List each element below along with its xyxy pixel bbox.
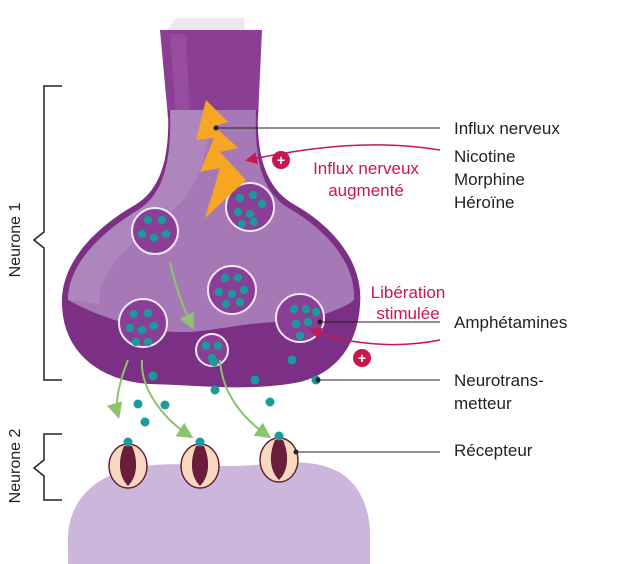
receptors [108, 431, 299, 489]
neurotransmitter-molecule [160, 400, 170, 410]
neurotransmitter-molecule [137, 325, 147, 335]
neurotransmitter-molecule [143, 215, 153, 225]
neurotransmitter-label-line2: metteur [454, 394, 512, 413]
neurotransmitter-molecule [220, 273, 230, 283]
neurotransmitter-molecule [257, 199, 267, 209]
neurotransmitter-molecule [235, 193, 245, 203]
neurotransmitter-molecule [129, 309, 139, 319]
free-neurotransmitters [133, 355, 321, 427]
neurotransmitter-molecule [248, 190, 258, 200]
svg-text:+: + [277, 152, 285, 168]
vesicle [207, 265, 257, 315]
svg-text:+: + [358, 350, 366, 366]
neurotransmitter-molecule [157, 215, 167, 225]
neurotransmitter-molecule [287, 355, 297, 365]
neurotransmitter-molecule [233, 273, 243, 283]
leader-lines [213, 125, 440, 455]
influx-increased-label-line1: Influx nerveux [313, 159, 419, 178]
neurotransmitter-molecule [125, 323, 135, 333]
bound-neurotransmitter [123, 437, 133, 447]
neurotransmitter-molecule [295, 331, 305, 341]
neuron2-label: Neurone 2 [7, 429, 24, 504]
neuron1-bracket [32, 85, 62, 381]
neurotransmitter-molecule [149, 233, 159, 243]
neurotransmitter-molecule [239, 285, 249, 295]
bound-neurotransmitter [274, 431, 284, 441]
receptor [108, 437, 148, 489]
neurotransmitter-molecule [245, 209, 255, 219]
drug-nicotine-label: Nicotine [454, 147, 515, 166]
neurotransmitter-molecule [265, 397, 275, 407]
release-stimulated-label-line2: stimulée [376, 304, 439, 323]
neurotransmitter-molecule [289, 304, 299, 314]
neurotransmitter-molecule [311, 307, 321, 317]
effect-arrows [245, 144, 441, 346]
vesicle [275, 293, 325, 343]
neurotransmitter-label-line1: Neurotrans- [454, 371, 544, 390]
plus-badge-influx: + [272, 151, 290, 169]
receptor-label: Récepteur [454, 441, 533, 460]
neurotransmitter-molecule [148, 371, 158, 381]
neurotransmitter-molecule [227, 289, 237, 299]
neurotransmitter-molecule [143, 337, 153, 347]
neurotransmitter-molecule [235, 297, 245, 307]
neurotransmitter-molecule [237, 219, 247, 229]
receptor [180, 437, 220, 489]
drug-morphine-label: Morphine [454, 170, 525, 189]
lightning-icon [196, 100, 246, 218]
neurotransmitter-molecule [161, 229, 171, 239]
neurotransmitter-molecule [131, 337, 141, 347]
release-stimulated-label-line1: Libération [371, 283, 446, 302]
drug-heroin-label: Héroïne [454, 193, 514, 212]
neurotransmitter-molecule [249, 217, 259, 227]
postsynaptic-neuron [67, 462, 371, 564]
receptor [259, 431, 299, 483]
neurotransmitter-molecule [143, 308, 153, 318]
neurotransmitter-molecule [303, 317, 313, 327]
plus-badge-release: + [353, 349, 371, 367]
neurotransmitter-molecule [201, 341, 211, 351]
neurotransmitter-molecule [214, 287, 224, 297]
influx-label: Influx nerveux [454, 119, 560, 138]
vesicle [118, 298, 168, 348]
amphetamines-label: Amphétamines [454, 313, 567, 332]
vesicle [225, 182, 275, 232]
neurotransmitter-molecule [250, 375, 260, 385]
influx-increased-label-line2: augmenté [328, 181, 404, 200]
neurotransmitter-molecule [133, 399, 143, 409]
neurotransmitter-molecule [221, 299, 231, 309]
neurotransmitter-molecule [140, 417, 150, 427]
neuron2-bracket [32, 433, 62, 501]
neurotransmitter-molecule [213, 341, 223, 351]
neurotransmitter-molecule [210, 385, 220, 395]
neurotransmitter-molecule [149, 321, 159, 331]
neurotransmitter-molecule [301, 304, 311, 314]
vesicle [131, 207, 179, 255]
neurotransmitter-molecule [137, 229, 147, 239]
neurotransmitter-molecule [291, 319, 301, 329]
neurotransmitter-molecule [209, 357, 219, 367]
bound-neurotransmitter [195, 437, 205, 447]
diffusion-arrows [106, 261, 272, 439]
axon [160, 18, 262, 118]
neurotransmitter-molecule [233, 207, 243, 217]
neuron1-label: Neurone 1 [7, 203, 24, 278]
